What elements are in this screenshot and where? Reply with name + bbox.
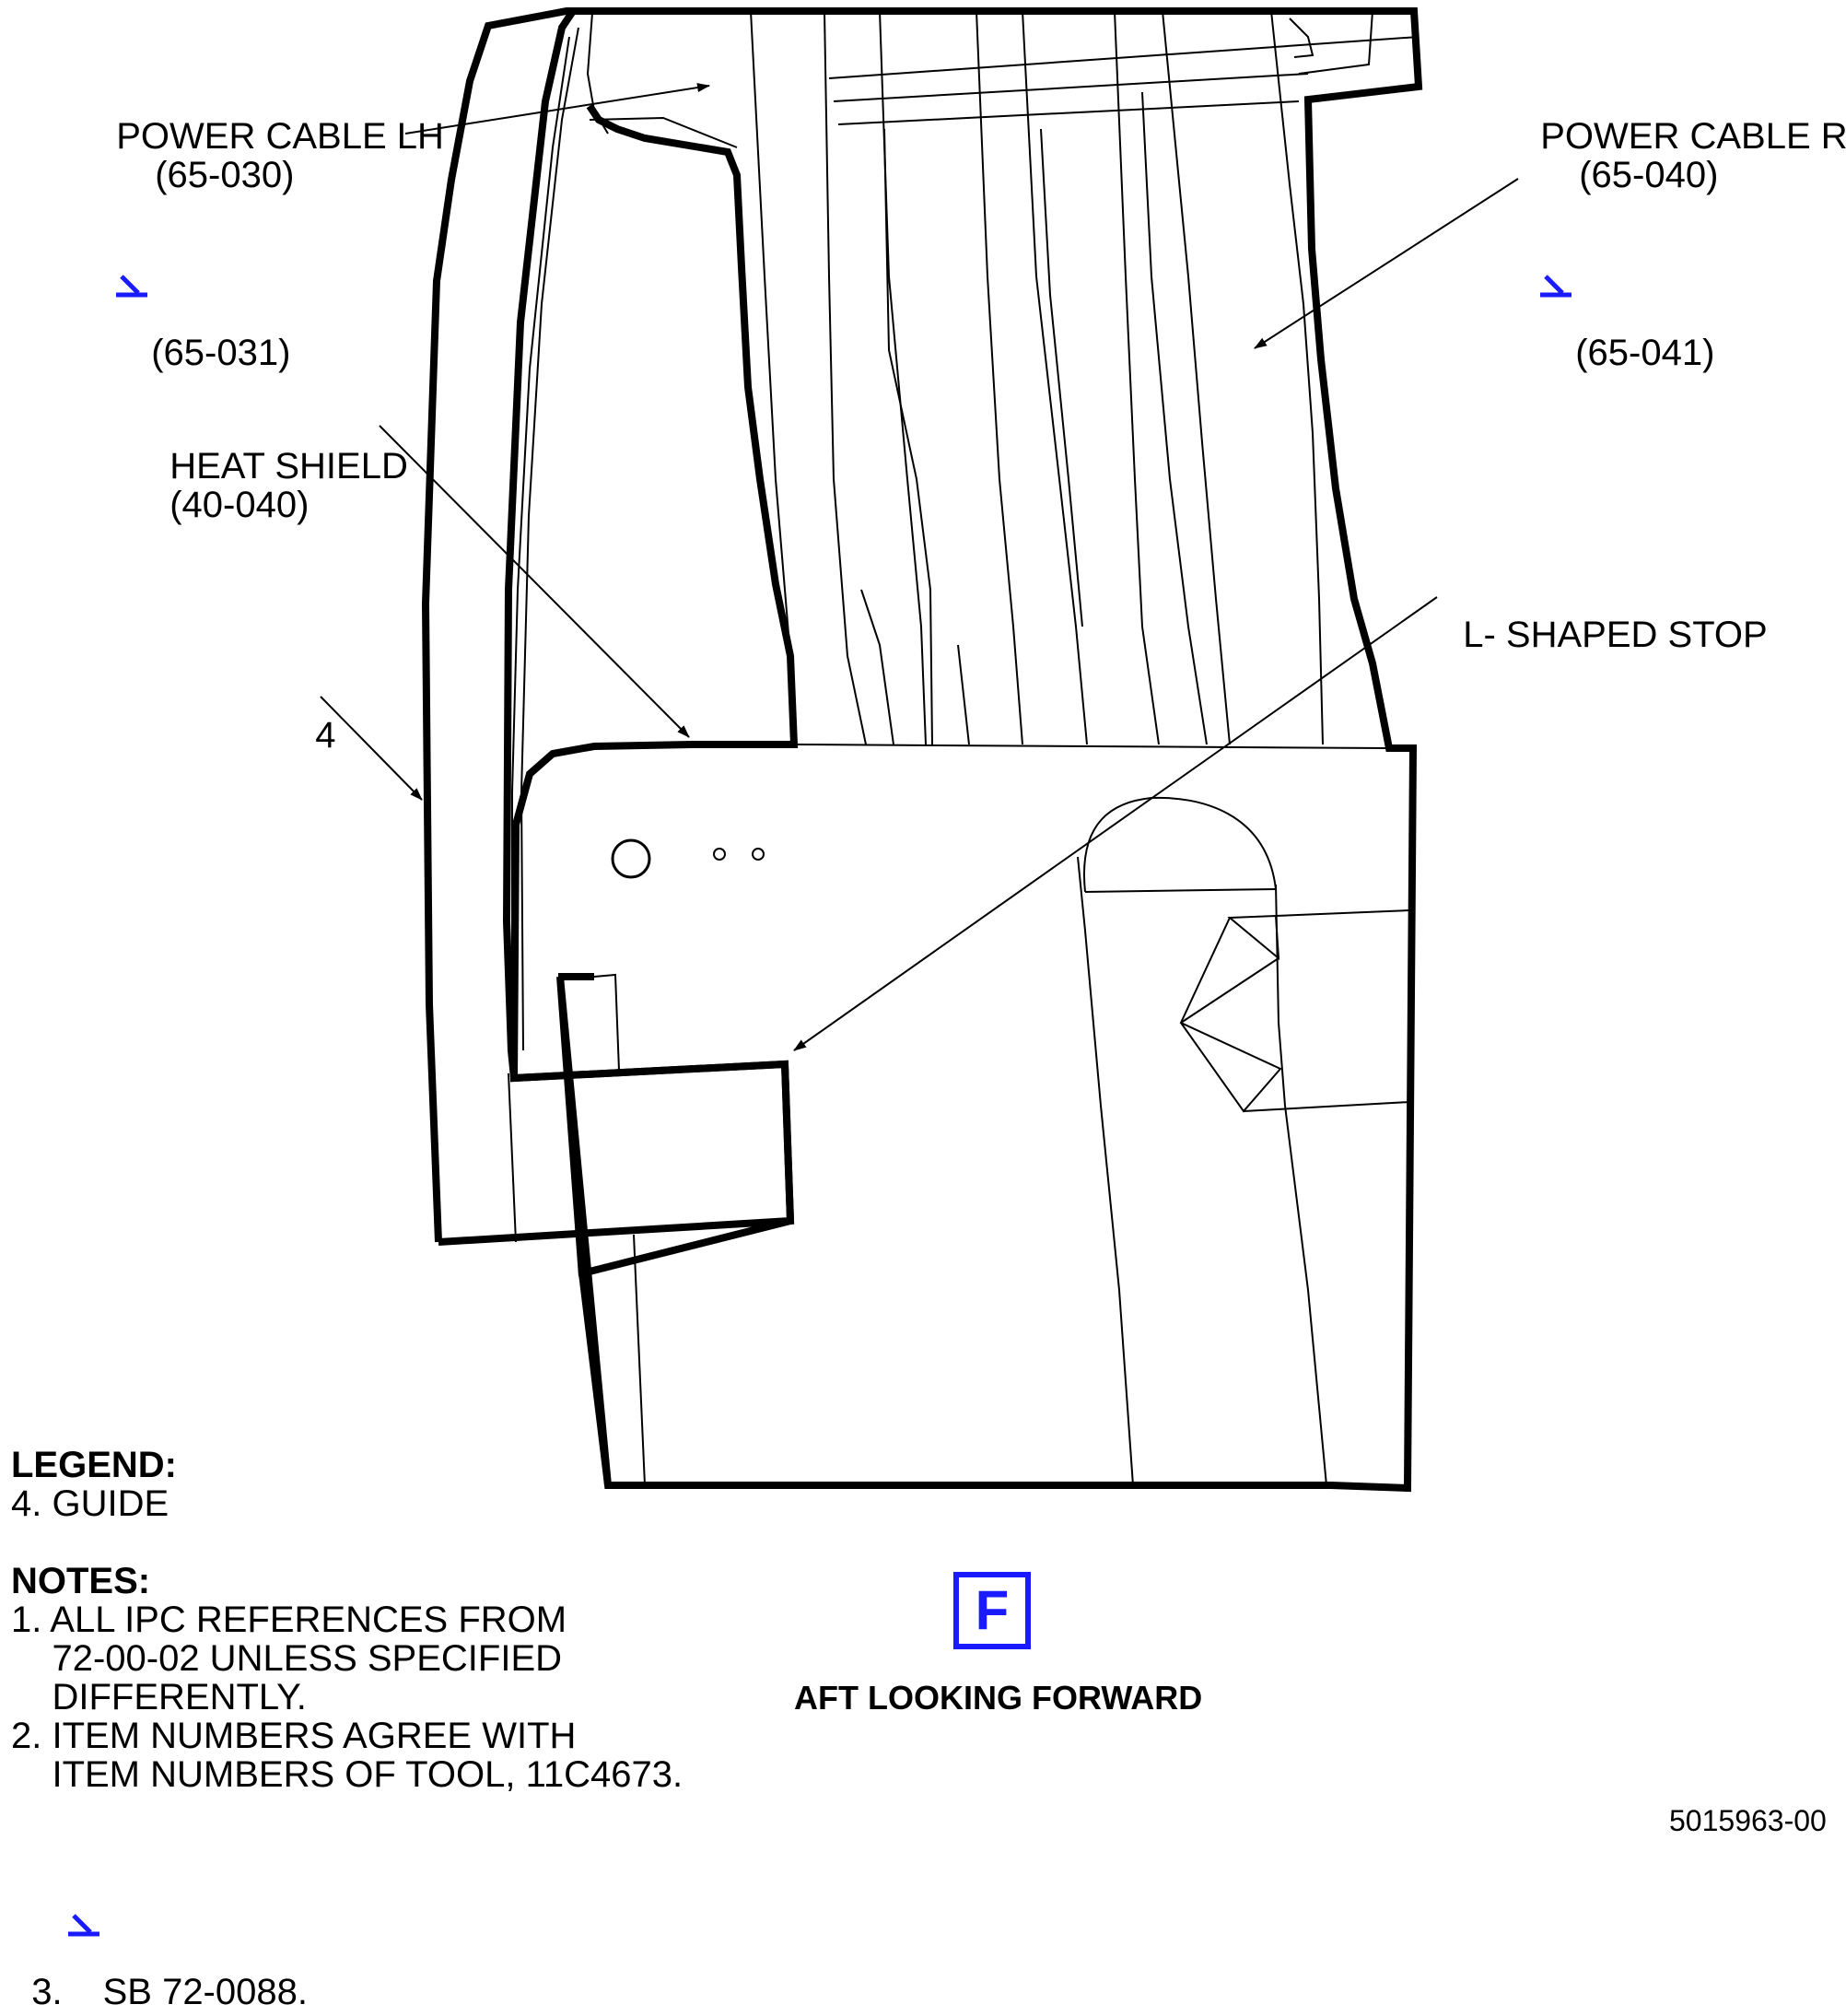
guide-outline xyxy=(421,6,1423,1493)
callout-power-cable-lh-ref2-row: (65-031) xyxy=(96,155,290,372)
leader-power-cable-rh xyxy=(1254,178,1519,349)
callout-power-cable-lh: POWER CABLE LH xyxy=(96,78,444,156)
sb-effectivity-marker-icon xyxy=(67,1833,101,1937)
fastener-hole-small-2 xyxy=(752,848,765,861)
note-line: DIFFERENTLY. xyxy=(11,1677,307,1717)
leader-power-cable-lh xyxy=(404,83,710,135)
ipc-ref-65-040: (65-040) xyxy=(1579,155,1719,195)
legend-heading: LEGEND: xyxy=(11,1445,177,1485)
leader-guide xyxy=(320,696,423,801)
note-line: ITEM NUMBERS OF TOOL, 11C4673. xyxy=(11,1754,683,1795)
fastener-hole-small-1 xyxy=(713,848,726,861)
ipc-ref-65-041: (65-041) xyxy=(1575,333,1715,373)
ipc-ref-65-031: (65-031) xyxy=(151,333,291,373)
callout-power-cable-rh-ref1: (65-040) xyxy=(1559,117,1718,194)
callout-heat-shield-name: HEAT SHIELD xyxy=(169,446,408,486)
ipc-ref-40-040: (40-040) xyxy=(169,485,310,525)
note-line: 2. ITEM NUMBERS AGREE WITH xyxy=(11,1716,577,1756)
callout-power-cable-rh-ref2-row: (65-041) xyxy=(1520,155,1714,372)
cable-bundle-lines xyxy=(508,10,1420,1486)
callout-heat-shield: HEAT SHIELD xyxy=(149,408,408,486)
note-3-text: SB 72-0088. xyxy=(102,1972,308,2012)
callout-item-4: 4 xyxy=(295,677,335,755)
view-caption: AFT LOOKING FORWARD xyxy=(794,1679,1203,1717)
legend-item-guide: 4. GUIDE xyxy=(11,1483,169,1524)
callout-l-shaped-stop-name: L- SHAPED STOP xyxy=(1463,615,1768,655)
note-3-number: 3. xyxy=(31,1972,63,2012)
sb-effectivity-marker-icon xyxy=(1540,193,1573,298)
callout-heat-shield-ref: (40-040) xyxy=(149,447,309,524)
callout-power-cable-lh-name: POWER CABLE LH xyxy=(116,116,444,157)
note-line: 1. ALL IPC REFERENCES FROM xyxy=(11,1600,567,1640)
ipc-ref-65-030: (65-030) xyxy=(155,155,295,195)
note-line: 72-00-02 UNLESS SPECIFIED xyxy=(11,1638,563,1679)
guide-lower-block xyxy=(438,8,795,1246)
technical-drawing xyxy=(320,6,1519,1493)
note-line-3: 3. SB 72-0088. xyxy=(11,1794,308,2011)
fastener-hole-large xyxy=(611,838,651,879)
view-letter: F xyxy=(975,1579,1010,1641)
l-shaped-stop-tab xyxy=(572,973,620,1072)
callout-power-cable-rh-name: POWER CABLE RH xyxy=(1540,116,1846,157)
callout-l-shaped-stop: L- SHAPED STOP xyxy=(1443,577,1768,655)
drawing-number: 5015963-00 xyxy=(1669,1804,1827,1837)
leader-l-shaped-stop xyxy=(793,596,1438,1051)
notes-heading: NOTES: xyxy=(11,1561,151,1601)
callout-power-cable-lh-ref1: (65-030) xyxy=(134,117,294,194)
leader-heat-shield xyxy=(379,425,690,738)
view-identifier-box: F xyxy=(953,1572,1031,1649)
sb-effectivity-marker-icon xyxy=(116,193,149,298)
item-number-4: 4 xyxy=(315,715,336,756)
callout-power-cable-rh: POWER CABLE RH xyxy=(1520,78,1846,156)
leader-lines xyxy=(320,83,1519,1051)
